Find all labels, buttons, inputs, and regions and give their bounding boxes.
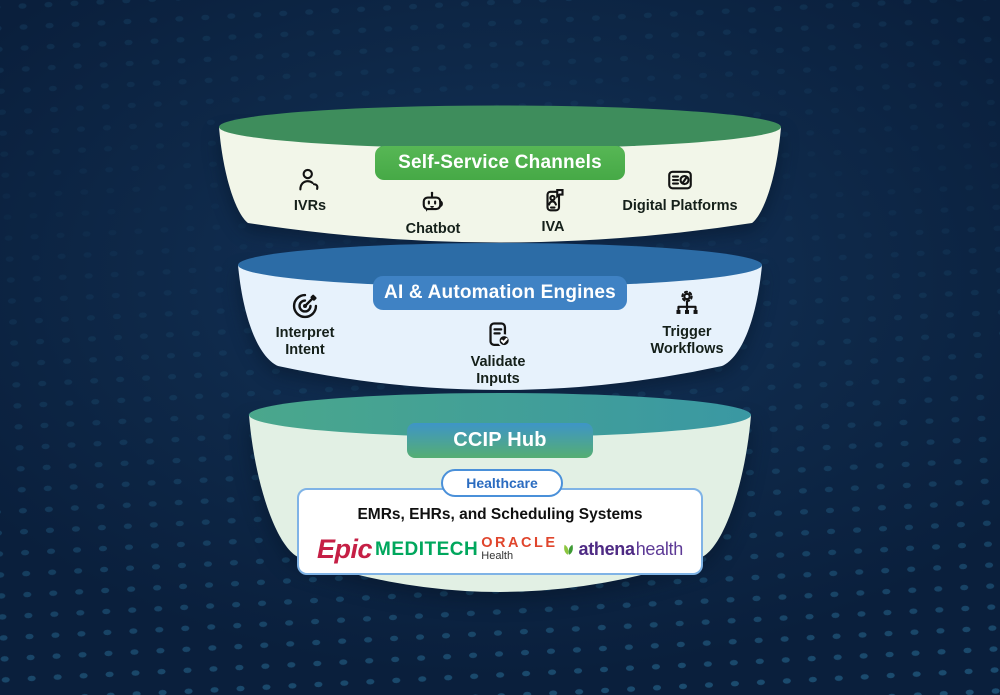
channel-label: Digital Platforms [622,198,738,214]
engine-label: Trigger Workflows [650,324,724,357]
tier-title-ccip-hub: CCIP Hub [407,423,593,458]
channel-label: Chatbot [405,221,461,237]
tier-self-service-shape [219,105,781,243]
tier-title-self-service: Self-Service Channels [375,146,625,180]
athena-wordmark: athena [578,539,636,559]
target-intent-icon [289,290,321,322]
vendor-logo-row: Epic MEDITECH ORACLE Health athena healt… [299,534,701,565]
channel-label: IVRs [293,198,327,214]
athena-leaf-icon [561,542,576,557]
oracle-health-sub: Health [481,550,514,563]
engine-item-interpret-intent: Interpret Intent [240,290,370,358]
channel-label: IVA [541,219,565,235]
tier-ai-automation-shape [238,243,762,390]
meditech-logo: MEDITECH [375,538,479,560]
channel-item-iva: IVA [488,186,618,236]
healthcare-badge: Healthcare [441,469,563,497]
user-voice-icon [295,165,325,195]
channel-item-ivrs: IVRs [245,165,375,215]
chatbot-icon [418,188,448,218]
athenahealth-logo: athena health [561,539,683,560]
oracle-health-logo: ORACLE Health [481,535,558,563]
athena-health-suffix: health [635,539,684,559]
channel-item-digital-platforms: Digital Platforms [610,165,750,215]
integrations-card-title: EMRs, EHRs, and Scheduling Systems [357,506,643,523]
engine-item-trigger-workflows: Trigger Workflows [622,289,752,357]
mobile-assistant-icon [538,186,568,216]
digital-platforms-icon [665,165,695,195]
oracle-wordmark: ORACLE [481,535,558,552]
channel-item-chatbot: Chatbot [368,188,498,238]
engine-item-validate-inputs: Validate Inputs [433,319,563,387]
epic-logo: Epic [317,534,373,564]
engine-label: Validate Inputs [470,354,526,387]
engine-label: Interpret Intent [275,325,335,358]
tier-title-ai-automation: AI & Automation Engines [373,276,627,310]
validate-document-icon [482,319,514,351]
workflow-icon [671,289,703,321]
integrations-card: EMRs, EHRs, and Scheduling Systems Epic … [297,488,703,575]
